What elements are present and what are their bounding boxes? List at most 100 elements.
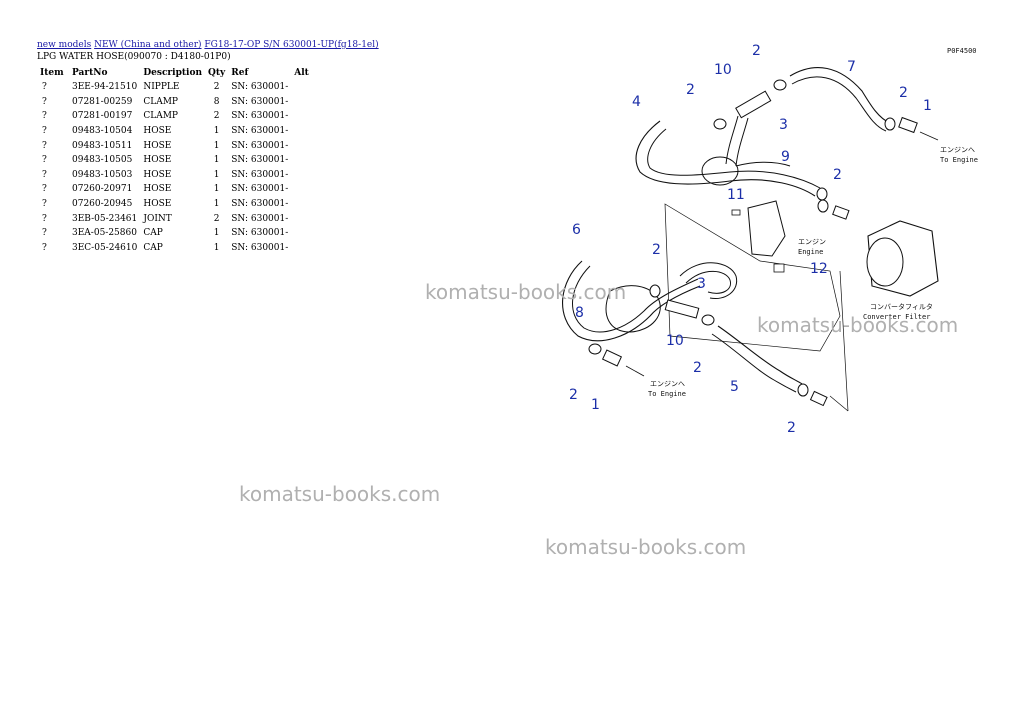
breadcrumb-link-new-models[interactable]: new models bbox=[37, 40, 92, 50]
callout-8: 8 bbox=[575, 305, 584, 321]
cell-description: HOSE bbox=[143, 184, 172, 195]
header-ref: Ref bbox=[231, 67, 249, 78]
cell-partno: 09483-10505 bbox=[72, 155, 133, 166]
arrow-to-engine-left bbox=[625, 365, 645, 377]
cell-alt bbox=[291, 80, 312, 95]
clamp-2-hose-4 bbox=[816, 187, 828, 201]
cell-qty: 1 bbox=[213, 126, 220, 137]
watermark: komatsu-books.com bbox=[239, 482, 441, 506]
nipple-10-top bbox=[735, 90, 772, 119]
table-header-row: Item PartNo Description Qty Ref Alt bbox=[37, 65, 312, 80]
nipple-1-right bbox=[898, 116, 918, 134]
cell-partno: 07281-00197 bbox=[72, 111, 133, 122]
clamp-2-upper-left bbox=[713, 118, 727, 130]
callout-2-e: 2 bbox=[652, 242, 661, 258]
cell-alt bbox=[291, 226, 312, 241]
engine-outline bbox=[664, 203, 841, 352]
water-outlet-11 bbox=[747, 200, 786, 257]
callout-11: 11 bbox=[727, 187, 745, 203]
cell-item: ? bbox=[42, 213, 47, 224]
cell-description: HOSE bbox=[143, 169, 172, 180]
cell-item: ? bbox=[42, 184, 47, 195]
cap-12 bbox=[773, 263, 785, 273]
callout-6: 6 bbox=[572, 222, 581, 238]
note-converter-jp: コンバータフィルタ bbox=[870, 302, 933, 311]
watermark: komatsu-books.com bbox=[757, 313, 959, 337]
callout-7: 7 bbox=[847, 59, 856, 75]
hose-3-upper bbox=[725, 115, 739, 165]
parts-table: Item PartNo Description Qty Ref Alt ?3EE… bbox=[37, 65, 312, 255]
cell-description: JOINT bbox=[143, 213, 172, 224]
hose-4-inner bbox=[647, 128, 821, 189]
watermark: komatsu-books.com bbox=[425, 280, 627, 304]
breadcrumb-link-model[interactable]: FG18-17-OP S/N 630001-UP(fg18-1el) bbox=[204, 40, 379, 50]
hose-upper-mid-b bbox=[685, 270, 731, 294]
cell-alt bbox=[291, 197, 312, 212]
hose-7 bbox=[789, 67, 891, 124]
clamp-2-hose-5 bbox=[797, 383, 809, 397]
breadcrumb-link-new-china[interactable]: NEW (China and other) bbox=[94, 40, 202, 50]
cell-qty: 1 bbox=[213, 155, 220, 166]
cell-partno: 3EC-05-24610 bbox=[72, 242, 138, 253]
callout-3-b: 3 bbox=[697, 276, 706, 292]
watermark: komatsu-books.com bbox=[545, 535, 747, 559]
callout-2-a: 2 bbox=[752, 43, 761, 59]
clamp-2-lower-left bbox=[588, 343, 602, 355]
clamp-2-right bbox=[884, 117, 896, 131]
cell-description: CLAMP bbox=[143, 96, 178, 107]
cell-qty: 1 bbox=[213, 242, 220, 253]
callout-12: 12 bbox=[810, 261, 828, 277]
cell-description: CLAMP bbox=[143, 111, 178, 122]
cell-partno: 09483-10504 bbox=[72, 126, 133, 137]
cell-item: ? bbox=[42, 169, 47, 180]
cell-ref: SN: 630001- bbox=[231, 199, 289, 210]
cell-item: ? bbox=[42, 96, 47, 107]
callout-2-b: 2 bbox=[686, 82, 695, 98]
cell-qty: 1 bbox=[213, 228, 220, 239]
hose-4 bbox=[635, 120, 816, 197]
header-qty: Qty bbox=[208, 67, 226, 78]
cell-partno: 09483-10511 bbox=[72, 140, 133, 151]
cell-item: ? bbox=[42, 140, 47, 151]
cell-description: HOSE bbox=[143, 155, 172, 166]
cell-ref: SN: 630001- bbox=[231, 126, 289, 137]
cell-qty: 1 bbox=[213, 140, 220, 151]
hose-8 bbox=[605, 285, 661, 333]
callout-4: 4 bbox=[632, 94, 641, 110]
nipple-hose-5 bbox=[809, 390, 828, 407]
callout-5: 5 bbox=[730, 379, 739, 395]
clamp-2-converter bbox=[817, 199, 829, 213]
cell-ref: SN: 630001- bbox=[231, 228, 289, 239]
cell-ref: SN: 630001- bbox=[231, 96, 289, 107]
nipple-converter bbox=[832, 205, 850, 220]
cell-alt bbox=[291, 241, 312, 256]
hose-9-loop bbox=[701, 156, 739, 186]
cell-qty: 1 bbox=[213, 199, 220, 210]
callout-3-a: 3 bbox=[779, 117, 788, 133]
cell-ref: SN: 630001- bbox=[231, 111, 289, 122]
hose-5-inner bbox=[711, 333, 797, 393]
callout-9: 9 bbox=[781, 149, 790, 165]
hose-3-upper-b bbox=[735, 117, 749, 167]
nipple-10-bottom bbox=[664, 299, 700, 319]
cell-alt bbox=[291, 168, 312, 183]
cell-alt bbox=[291, 124, 312, 139]
cell-partno: 3EA-05-25860 bbox=[72, 228, 137, 239]
arrow-to-engine-right bbox=[919, 131, 939, 141]
cell-ref: SN: 630001- bbox=[231, 140, 289, 151]
cell-ref: SN: 630001- bbox=[231, 184, 289, 195]
cell-item: ? bbox=[42, 228, 47, 239]
hose-7-inner bbox=[791, 76, 887, 132]
cell-ref: SN: 630001- bbox=[231, 213, 289, 224]
cell-description: HOSE bbox=[143, 199, 172, 210]
callout-2-c: 2 bbox=[899, 85, 908, 101]
cell-ref: SN: 630001- bbox=[231, 169, 289, 180]
